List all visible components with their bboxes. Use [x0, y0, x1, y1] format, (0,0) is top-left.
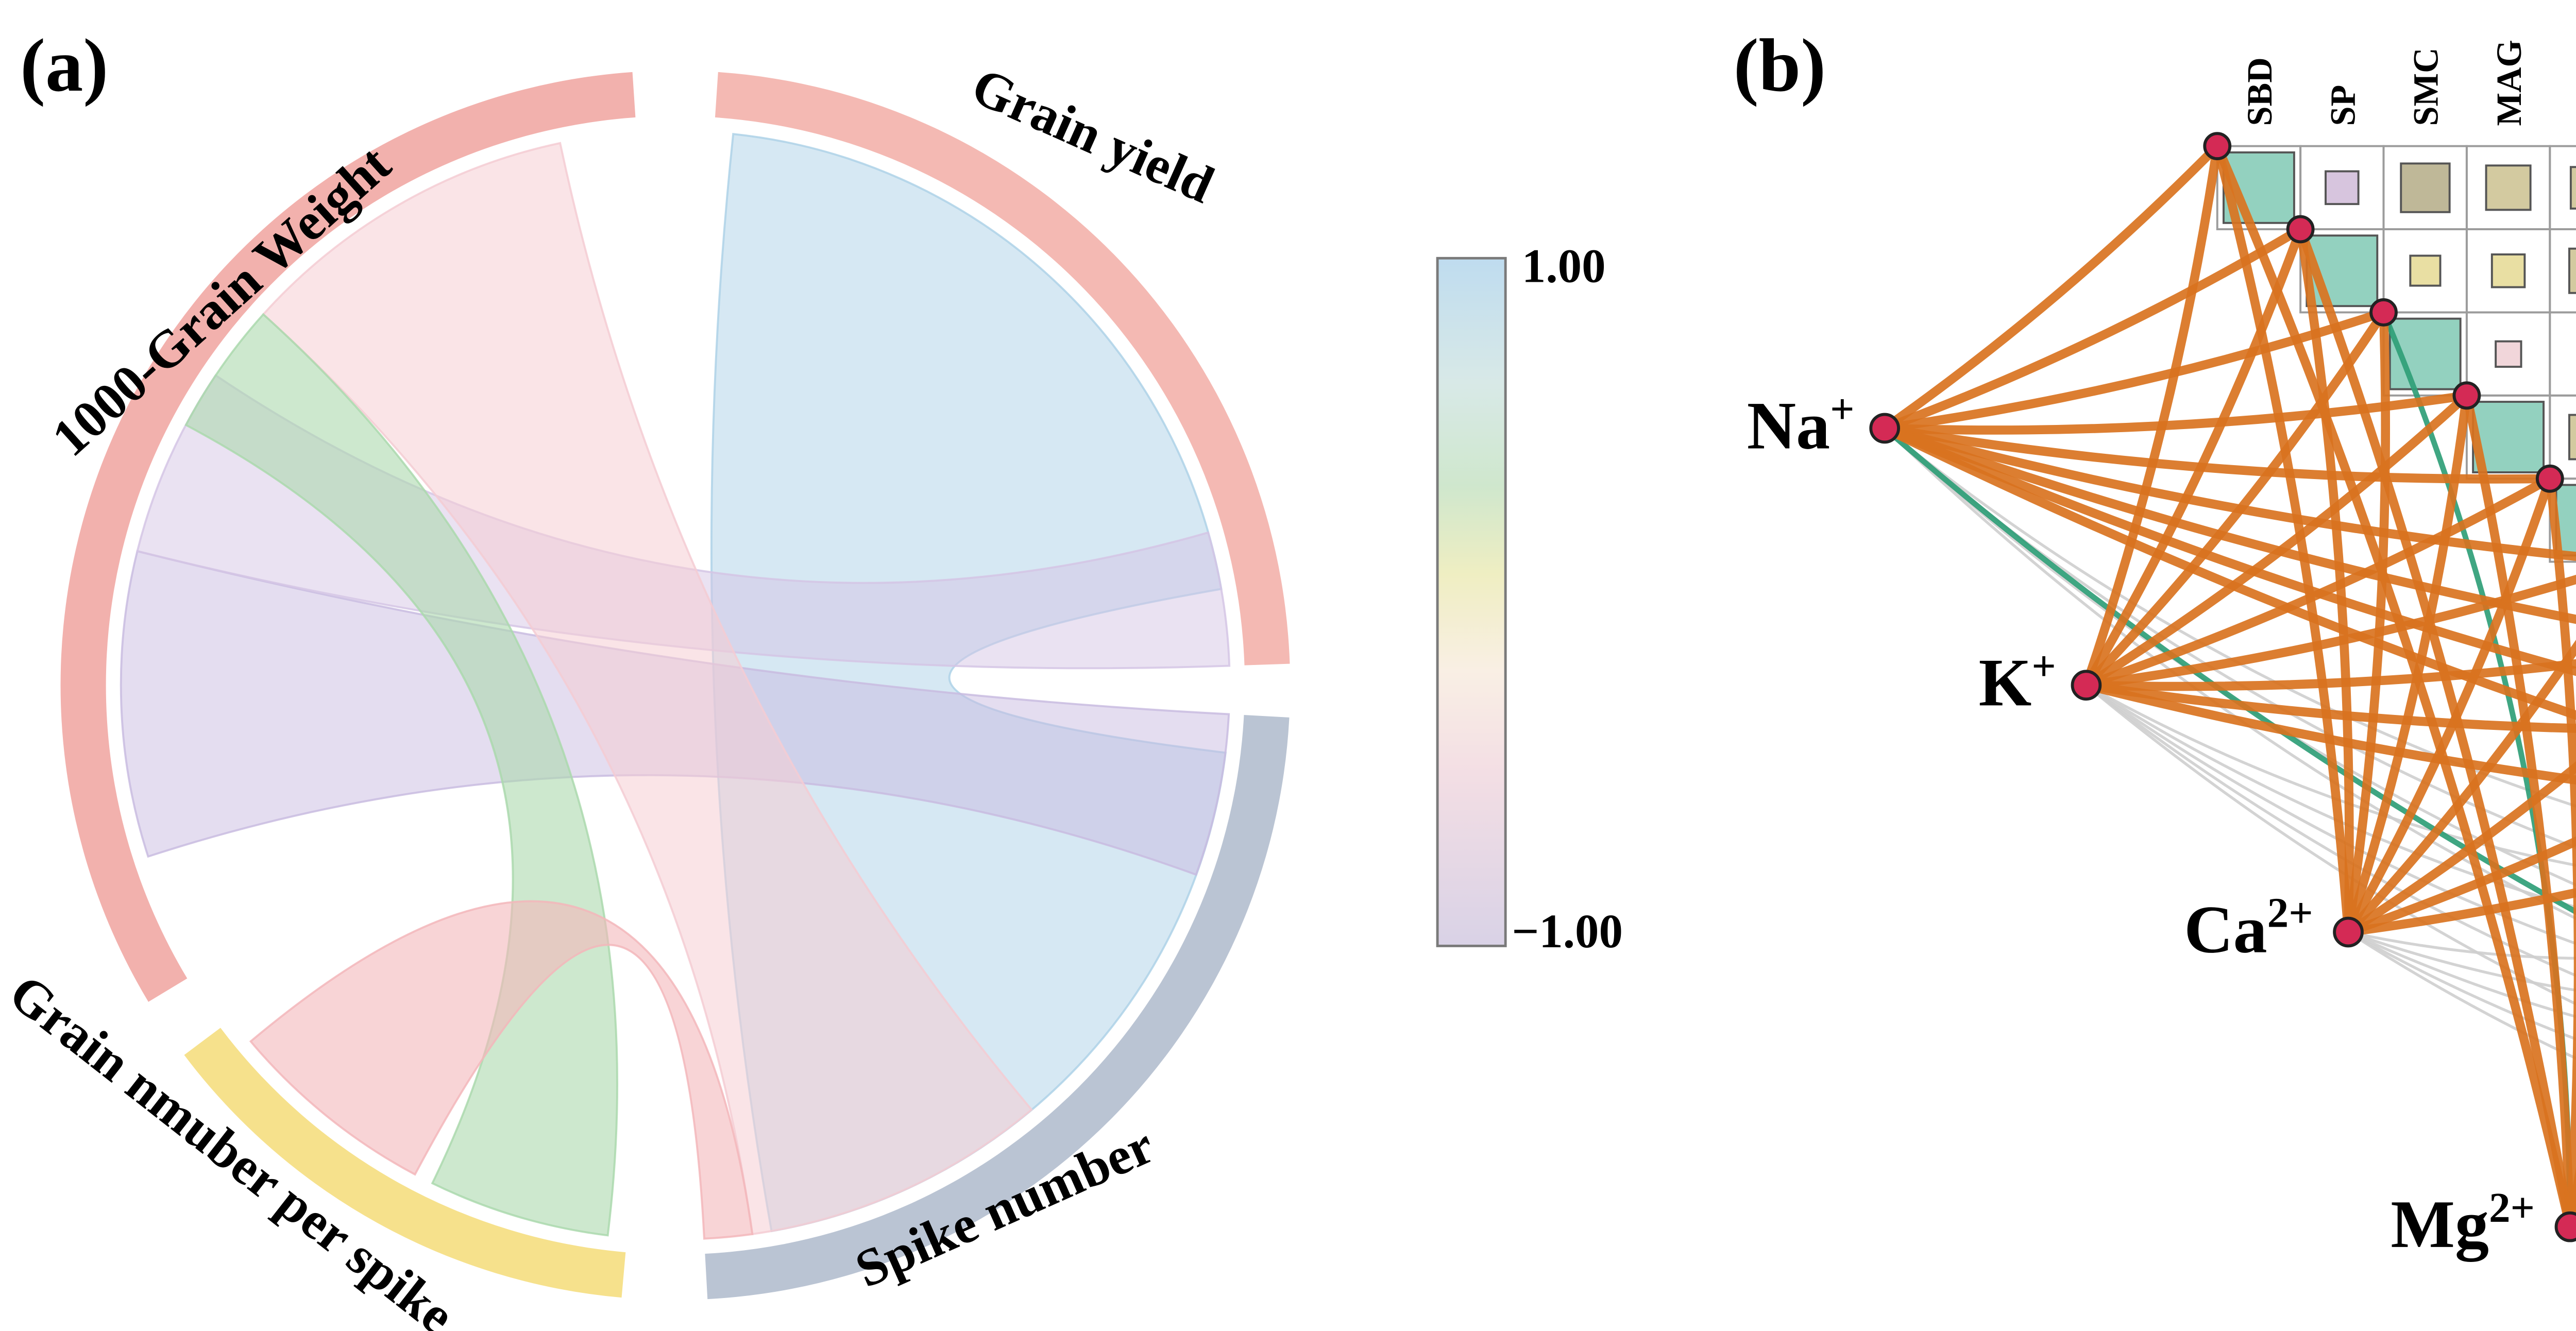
- corr-square: [2490, 253, 2526, 288]
- ion-label-k: K+: [1829, 642, 2056, 723]
- mantel-edge: [2344, 836, 2576, 937]
- ion-base: Mg: [2391, 1186, 2489, 1262]
- ion-sup: +: [2031, 642, 2056, 691]
- mantel-edge: [1880, 423, 2576, 624]
- ion-sup: 2+: [2488, 1184, 2535, 1232]
- corr-cell: [2549, 477, 2576, 563]
- panel-b-tag: (b): [1733, 25, 1826, 109]
- chord-sector-arc: [705, 714, 1290, 1300]
- matrix-col-label: SP: [2323, 85, 2362, 126]
- mantel-edge: [2344, 474, 2555, 937]
- mantel-edge: [2347, 930, 2576, 992]
- mantel-edge: [2296, 225, 2575, 1232]
- mantel-edge: [2347, 930, 2576, 1041]
- mantel-edge: [2462, 391, 2575, 1232]
- mantel-edge: [2084, 684, 2576, 867]
- mantel-edge: [2081, 574, 2576, 690]
- mantel-edge: [2081, 308, 2388, 690]
- mantel-edge: [2081, 474, 2555, 690]
- chord-ribbon: [262, 142, 1033, 1236]
- ion-node: [2071, 670, 2102, 701]
- mantel-edge: [1880, 423, 2576, 720]
- mantel-edge: [2545, 474, 2576, 1232]
- matrix-node: [2286, 215, 2315, 244]
- corr-square: [2568, 414, 2576, 460]
- corr-square: [2400, 162, 2451, 213]
- corr-square: [2325, 170, 2360, 206]
- corr-square: [2409, 254, 2442, 287]
- corr-square: [2485, 164, 2532, 211]
- ion-sup: +: [1830, 385, 1855, 434]
- ion-sup: 2+: [2267, 889, 2313, 937]
- mantel-edge: [2212, 141, 2575, 1232]
- ion-node: [1869, 413, 1901, 444]
- ion-label-mg: Mg2+: [2283, 1184, 2535, 1265]
- matrix-col-label: MIG: [2572, 52, 2576, 126]
- mantel-edge: [2081, 680, 2576, 733]
- mantel-edge: [2081, 141, 2222, 690]
- chord-sector-arc: [184, 1028, 626, 1298]
- ion-base: Ca: [2184, 892, 2267, 967]
- chord-ribbon: [249, 900, 754, 1240]
- ion-base: K: [1978, 644, 2032, 721]
- corr-cell: [2549, 228, 2576, 314]
- mantel-edge: [2344, 888, 2576, 937]
- mantel-edge: [2081, 680, 2576, 785]
- ion-node: [2333, 916, 2364, 948]
- mantel-edge: [2347, 930, 2576, 1060]
- chord-colorbar-gradient: [1436, 257, 1507, 947]
- mantel-edge: [2347, 930, 2576, 1018]
- matrix-col-label: SBD: [2240, 57, 2279, 126]
- mantel-edge: [2344, 308, 2390, 937]
- mantel-edge: [2212, 141, 2353, 937]
- ion-base: Na: [1747, 388, 1831, 464]
- mantel-edge: [2081, 659, 2576, 691]
- chord-diagram: [60, 72, 1290, 1300]
- mantel-edge: [2081, 225, 2305, 690]
- corr-cell: [2549, 145, 2576, 231]
- corr-cell: [2549, 394, 2576, 480]
- mantel-edge: [1880, 141, 2222, 433]
- mantel-edge: [1880, 423, 2576, 676]
- mantel-edge: [2296, 225, 2354, 937]
- ion-node: [2554, 1211, 2576, 1242]
- mantel-edge: [2344, 640, 2576, 937]
- mantel-edge: [2084, 684, 2576, 977]
- matrix-col-label: SMC: [2406, 47, 2446, 126]
- matrix-col-label: MAG: [2489, 40, 2529, 126]
- colorbar-max-label: 1.00: [1521, 242, 1606, 295]
- mantel-edge: [2084, 684, 2576, 1006]
- corr-square: [2495, 340, 2522, 368]
- matrix-node: [2369, 298, 2398, 327]
- mantel-edge: [2344, 391, 2471, 937]
- corr-cell: [2549, 311, 2576, 397]
- corr-square: [2306, 234, 2379, 308]
- mantel-network-plot: SBDSBDSPSPSMCSMCMAGMAGMIGMIGSOCSOCAPAPAK…: [1869, 40, 2576, 1242]
- chord-sector-arc: [60, 72, 636, 1002]
- chord-colorbar: 1.00 −1.00: [1436, 242, 1623, 960]
- panel-a-tag: (a): [20, 25, 109, 109]
- chord-sector-arc: [715, 72, 1290, 665]
- ion-label-na: Na+: [1628, 385, 1855, 466]
- mantel-edge: [2081, 391, 2471, 690]
- matrix-node: [2535, 464, 2564, 493]
- colorbar-min-label: −1.00: [1512, 907, 1623, 960]
- mantel-edge: [1883, 426, 2576, 808]
- mantel-edge: [2084, 684, 2576, 945]
- matrix-node: [2203, 132, 2232, 161]
- corr-square: [2569, 166, 2576, 210]
- corr-square: [2568, 247, 2576, 294]
- mantel-edge: [2347, 930, 2576, 960]
- matrix-node: [2452, 381, 2481, 410]
- ion-label-ca: Ca2+: [2061, 889, 2313, 969]
